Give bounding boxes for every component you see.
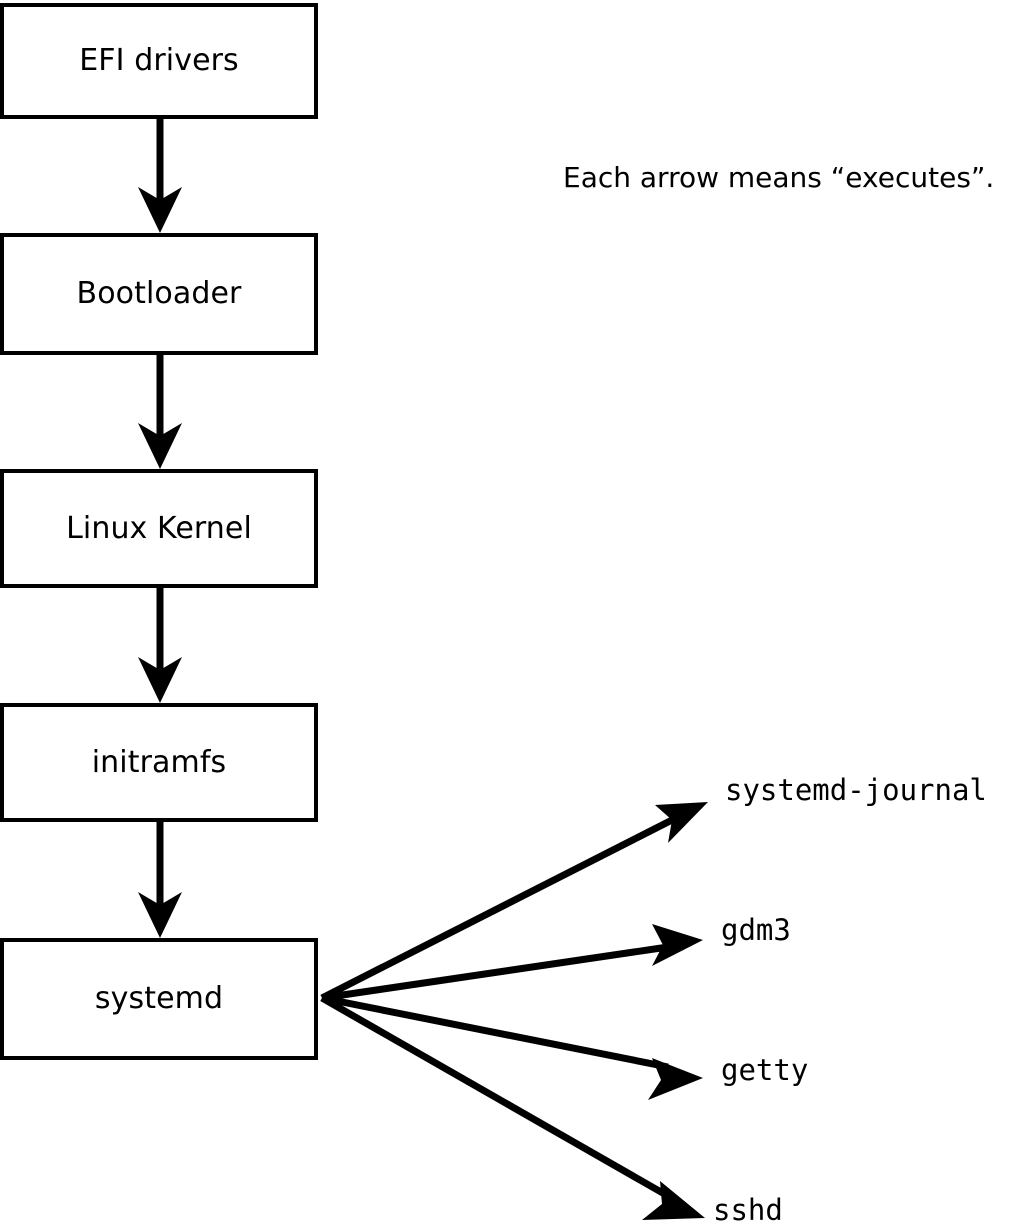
chain-arrow-bootloader-to-linux-kernel: [138, 355, 182, 469]
service-label-getty[interactable]: getty: [721, 1053, 809, 1087]
service-label-gdm3[interactable]: gdm3: [721, 913, 791, 947]
chain-arrow-initramfs-to-systemd: [138, 822, 182, 938]
node-linux-kernel[interactable]: Linux Kernel: [0, 469, 318, 588]
node-systemd-label: systemd: [94, 981, 224, 1016]
diagram-caption: Each arrow means “executes”.: [563, 161, 995, 194]
node-efi-drivers[interactable]: EFI drivers: [0, 3, 318, 119]
fanout-arrow-gdm3: [321, 924, 703, 1002]
fanout-arrow-getty: [321, 994, 703, 1100]
fanout-arrow-systemd-journal: [320, 802, 708, 1002]
service-label-sshd[interactable]: sshd: [713, 1193, 783, 1227]
node-efi-drivers-label: EFI drivers: [79, 43, 239, 78]
node-systemd[interactable]: systemd: [0, 938, 318, 1060]
service-label-systemd-journal[interactable]: systemd-journal: [725, 773, 987, 807]
chain-arrow-efi-drivers-to-bootloader: [138, 119, 182, 233]
node-initramfs-label: initramfs: [91, 744, 227, 780]
node-linux-kernel-label: Linux Kernel: [66, 510, 252, 546]
fanout-arrow-sshd: [320, 994, 705, 1220]
chain-arrow-linux-kernel-to-initramfs: [138, 588, 182, 703]
node-bootloader[interactable]: Bootloader: [0, 233, 318, 355]
node-bootloader-label: Bootloader: [76, 276, 242, 311]
node-initramfs[interactable]: initramfs: [0, 703, 318, 822]
